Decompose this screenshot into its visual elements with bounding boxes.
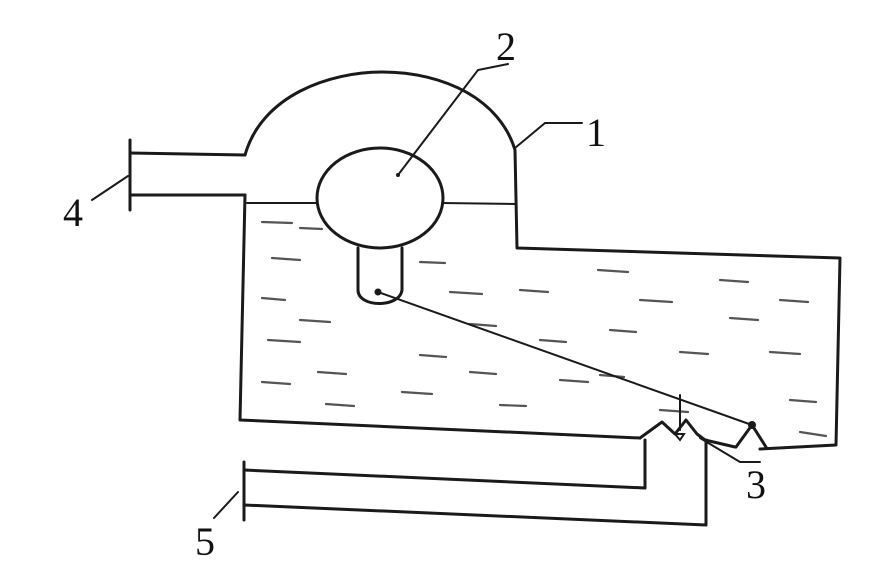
- label-outlet: 4: [63, 190, 83, 235]
- label-float: 2: [496, 24, 516, 69]
- housing-bottom-right: [703, 438, 737, 449]
- outlet-pipe-top: [128, 151, 247, 157]
- liquid-surface: [246, 202, 516, 205]
- lever-arm: [377, 291, 753, 426]
- leader-3: [699, 437, 761, 463]
- label-housing: 1: [586, 110, 606, 155]
- float-stem: [356, 246, 404, 305]
- leader-2: [397, 63, 509, 176]
- valve-assembly: [638, 394, 768, 449]
- float-ball: [315, 146, 445, 250]
- leader-4: [91, 175, 129, 201]
- leader-5: [213, 491, 239, 519]
- housing-left-wall: [238, 193, 642, 440]
- inlet-pipe-upper: [242, 438, 647, 490]
- label-valve: 3: [746, 462, 766, 507]
- label-inlet: 5: [195, 519, 215, 564]
- leader-1: [514, 122, 583, 149]
- housing-outline: [243, 70, 842, 451]
- inlet-pipe-lower: [242, 438, 708, 527]
